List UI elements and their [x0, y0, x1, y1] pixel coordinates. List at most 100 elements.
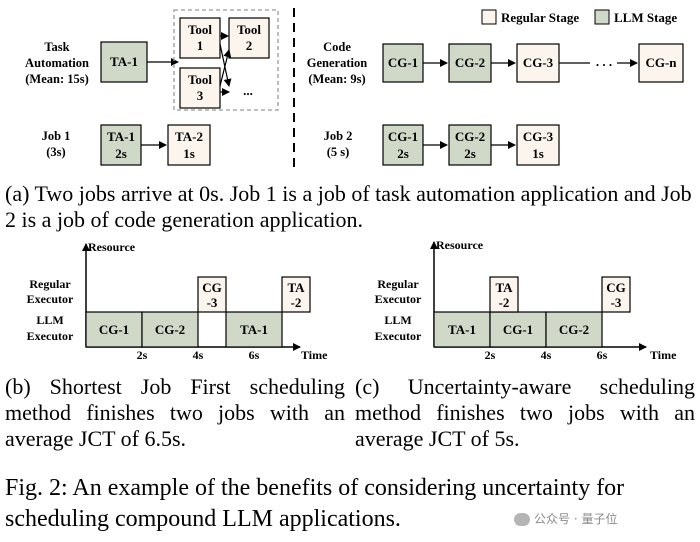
caption-a: (a) Two jobs arrive at 0s. Job 1 is a jo… [5, 181, 692, 232]
svg-text:CG: CG [202, 280, 222, 295]
svg-text:CG: CG [606, 280, 626, 295]
svg-text:Executor: Executor [27, 292, 74, 306]
wechat-icon [514, 513, 530, 526]
resource-label: Resource [436, 238, 484, 252]
llm-block-cg2: CG-2 [141, 311, 199, 348]
svg-text:2: 2 [246, 38, 253, 53]
svg-text:-3: -3 [207, 295, 218, 310]
llm-block-ta1: TA-1 [433, 311, 491, 348]
tick-label: 4s [541, 348, 552, 362]
cg1-stage: CG-1 [382, 43, 424, 83]
svg-text:CG-1: CG-1 [388, 55, 418, 70]
job2-cg2-stage: CG-2 2s [448, 124, 492, 166]
svg-text:TA-1: TA-1 [110, 54, 138, 69]
svg-text:Executor: Executor [375, 329, 422, 343]
job2-cg1-stage: CG-1 2s [382, 124, 424, 166]
cg2-stage: CG-2 [448, 43, 492, 83]
svg-text:1s: 1s [532, 146, 544, 161]
svg-text:-3: -3 [611, 295, 622, 310]
tool3-stage: Tool 3 [179, 67, 221, 109]
watermark: 公众号 · 量子位 [514, 510, 617, 527]
caption-b: (b) Shortest Job First scheduling method… [5, 374, 345, 451]
resource-label: Resource [88, 240, 136, 254]
llm-executor-label: LLM Executor [375, 313, 422, 343]
svg-text:CG-2: CG-2 [455, 55, 485, 70]
svg-text:2s: 2s [464, 146, 476, 161]
svg-text:-2: -2 [291, 295, 302, 310]
svg-text:CG-1: CG-1 [503, 322, 533, 337]
legend-regular-swatch [481, 9, 497, 25]
figure-caption: Fig. 2: An example of the benefits of co… [5, 475, 625, 532]
svg-text:TA-2: TA-2 [175, 129, 203, 144]
tick-label: 6s [597, 348, 608, 362]
svg-text:CG-2: CG-2 [455, 129, 485, 144]
svg-text:1: 1 [197, 38, 204, 53]
svg-text:CG-2: CG-2 [559, 322, 589, 337]
svg-text:Job 2: Job 2 [324, 129, 353, 143]
svg-text:-2: -2 [499, 295, 510, 310]
svg-text:1s: 1s [183, 146, 195, 161]
regular-block-ta2: TA -2 [489, 276, 519, 313]
tool1-stage: Tool 1 [179, 17, 221, 59]
svg-text:CG-1: CG-1 [388, 129, 418, 144]
regular-block-ta2: TA -2 [281, 276, 311, 313]
sjf-timeline: Resource Regular Executor LLM Executor C… [27, 240, 328, 362]
svg-text:(5 s): (5 s) [327, 145, 350, 159]
caption-c: (c) Uncertainty-aware scheduling method … [355, 374, 695, 451]
svg-text:LLM: LLM [384, 313, 411, 327]
regular-block-cg3: CG -3 [601, 276, 631, 313]
llm-executor-label: LLM Executor [27, 313, 74, 343]
legend-llm-swatch [594, 9, 610, 25]
llm-block-ta1: TA-1 [225, 311, 283, 348]
svg-text:CG-1: CG-1 [99, 322, 129, 337]
svg-text:CG-2: CG-2 [155, 322, 185, 337]
svg-text:Job 1: Job 1 [42, 129, 71, 143]
job1-ta2-stage: TA-2 1s [167, 124, 211, 166]
svg-text:LLM: LLM [36, 313, 63, 327]
llm-block-cg1: CG-1 [489, 311, 547, 348]
svg-text:(3s): (3s) [46, 145, 65, 159]
ta1-stage: TA-1 [100, 41, 148, 83]
tool2-stage: Tool 2 [228, 17, 270, 59]
svg-text:TA-1: TA-1 [107, 129, 135, 144]
svg-text:Tool: Tool [188, 22, 212, 37]
svg-text:2s: 2s [115, 146, 127, 161]
legend-regular-label: Regular Stage [501, 10, 579, 25]
cgn-stage: CG-n [638, 43, 684, 83]
tick-label: 6s [249, 348, 260, 362]
svg-text:Executor: Executor [375, 292, 422, 306]
job1-label: Job 1 (3s) [42, 129, 71, 159]
uncertainty-timeline: Resource Regular Executor LLM Executor T… [375, 238, 677, 362]
llm-block-cg1: CG-1 [85, 311, 143, 348]
time-label: Time [301, 348, 328, 362]
tick-label: 2s [485, 348, 496, 362]
svg-text:Tool: Tool [237, 22, 261, 37]
cg3-stage: CG-3 [516, 43, 560, 83]
legend: Regular Stage LLM Stage [481, 9, 677, 25]
svg-text:2s: 2s [397, 146, 409, 161]
legend-llm-label: LLM Stage [614, 10, 677, 25]
llm-block-cg2: CG-2 [545, 311, 603, 348]
svg-text:Task: Task [44, 40, 69, 54]
svg-text:CG-n: CG-n [645, 55, 677, 70]
tools-group [173, 9, 279, 111]
watermark-text: 公众号 · 量子位 [534, 512, 618, 526]
job2-label: Job 2 (5 s) [324, 129, 353, 159]
tick-label: 4s [193, 348, 204, 362]
svg-text:TA: TA [495, 280, 513, 295]
svg-text:Code: Code [323, 40, 351, 54]
tool-arrows [219, 32, 232, 96]
time-label: Time [650, 348, 677, 362]
svg-text:CG-3: CG-3 [523, 129, 554, 144]
code-generation-label: Code Generation (Mean: 9s) [307, 40, 367, 86]
svg-text:TA-1: TA-1 [240, 322, 268, 337]
svg-text:TA: TA [287, 280, 305, 295]
job1-ta1-stage: TA-1 2s [100, 124, 142, 166]
svg-text:Regular: Regular [377, 277, 419, 291]
svg-text:Generation: Generation [307, 56, 367, 70]
regular-block-cg3: CG -3 [197, 276, 227, 313]
svg-text:Regular: Regular [29, 277, 71, 291]
svg-text:Executor: Executor [27, 329, 74, 343]
svg-text:(Mean: 9s): (Mean: 9s) [308, 72, 365, 86]
